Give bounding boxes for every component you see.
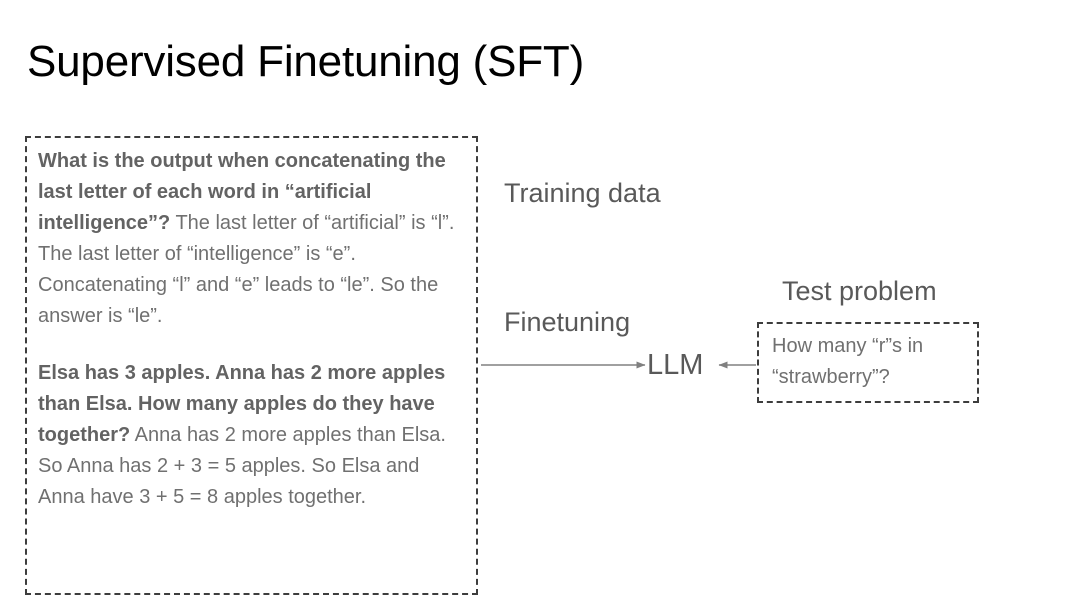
training-data-content: What is the output when concatenating th…	[38, 146, 458, 513]
test-problem-label: Test problem	[782, 276, 937, 306]
test-problem-box: How many “r”s in “strawberry”?	[757, 322, 979, 403]
llm-node-label: LLM	[647, 349, 704, 381]
page-title: Supervised Finetuning (SFT)	[27, 37, 585, 86]
finetuning-label: Finetuning	[504, 307, 631, 337]
training-example-2-answer: Anna has 2 more apples than Elsa. So Ann…	[38, 424, 446, 508]
test-problem-prompt: How many “r”s in “strawberry”?	[772, 335, 924, 388]
training-example-1-question: What is the output when concatenating th…	[38, 150, 446, 234]
training-example-1: What is the output when concatenating th…	[38, 146, 458, 332]
training-example-2: Elsa has 3 apples. Anna has 2 more apple…	[38, 358, 458, 513]
training-data-label: Training data	[504, 178, 661, 208]
training-example-2-question: Elsa has 3 apples. Anna has 2 more apple…	[38, 362, 446, 446]
training-data-box: What is the output when concatenating th…	[25, 136, 478, 595]
training-example-1-answer: The last letter of “artificial” is “l”. …	[38, 212, 455, 327]
